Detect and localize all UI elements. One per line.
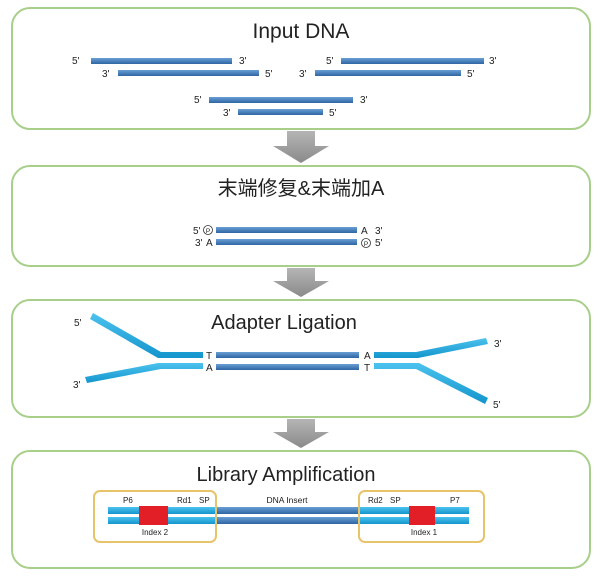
sp-label: SP xyxy=(390,496,401,505)
a-overhang: A xyxy=(206,238,213,249)
panel-title: Adapter Ligation xyxy=(211,312,357,334)
sp-label: SP xyxy=(199,496,210,505)
adapter-arm xyxy=(90,313,203,358)
end-label: 5' xyxy=(329,108,337,119)
end-label: 3' xyxy=(73,380,81,391)
end-label: 3' xyxy=(360,95,368,106)
insert-strand xyxy=(216,352,359,358)
panel-input-dna: Input DNA 5' 3' 3' 5' 5' 3' 3' 5' 5' 3' … xyxy=(11,7,591,130)
end-label: 3' xyxy=(223,108,231,119)
end-label: 3' xyxy=(489,56,497,67)
end-label: 5' xyxy=(375,238,383,249)
dna-fragment-c: 5' 3' 3' 5' xyxy=(194,95,368,119)
strand xyxy=(216,227,357,233)
strand xyxy=(238,109,323,115)
strand xyxy=(216,239,357,245)
end-label: 5' xyxy=(493,400,501,411)
strand xyxy=(341,58,484,64)
panel-frame xyxy=(11,299,591,418)
end-label: 5' xyxy=(326,56,334,67)
right-y-adapter: 3' 5' xyxy=(374,338,502,411)
base-label: A xyxy=(206,363,213,374)
panel-library-amplification: Library Amplification P6 Rd1 SP Index 2 … xyxy=(11,450,591,569)
right-adapter-box xyxy=(358,490,485,543)
insert-strand xyxy=(216,517,360,524)
end-label: 5' xyxy=(74,318,82,329)
rd1-label: Rd1 xyxy=(177,496,192,505)
panel-frame xyxy=(11,7,591,130)
insert-strand xyxy=(216,364,359,370)
phosphate-icon: P xyxy=(361,238,371,248)
phosphate-circle xyxy=(203,225,213,235)
insert-strand xyxy=(216,507,360,514)
panel-frame xyxy=(11,165,591,267)
panel-title: Library Amplification xyxy=(197,464,376,486)
end-label: 5' xyxy=(193,226,201,237)
end-label: 3' xyxy=(375,226,383,237)
end-label: 3' xyxy=(494,339,502,350)
strand xyxy=(91,58,232,64)
phosphate-label: P xyxy=(364,241,368,248)
down-arrow-icon xyxy=(273,419,329,448)
panel-title: 末端修复&末端加A xyxy=(218,177,385,200)
end-label: 3' xyxy=(299,69,307,80)
index1-label: Index 1 xyxy=(411,528,438,537)
adapter-arm xyxy=(374,338,488,358)
end-label: 5' xyxy=(467,69,475,80)
left-adapter-box xyxy=(93,490,217,543)
strand xyxy=(315,70,461,76)
adapter-arm xyxy=(85,363,203,383)
panel-adapter-ligation: Adapter Ligation 5' 3' T A A T 3' 5' xyxy=(11,299,591,418)
phosphate-circle xyxy=(361,238,371,248)
index-block xyxy=(409,506,435,525)
panel-title: Input DNA xyxy=(253,20,350,43)
a-overhang: A xyxy=(361,226,368,237)
rd2-label: Rd2 xyxy=(368,496,383,505)
end-label: 3' xyxy=(195,238,203,249)
down-arrow-icon xyxy=(273,268,329,297)
phosphate-label: P xyxy=(206,228,210,235)
panel-end-repair: 末端修复&末端加A 5' P 3' A A 3' P 5' xyxy=(11,165,591,267)
dna-fragment-a: 5' 3' 3' 5' xyxy=(72,56,273,80)
p6-label: P6 xyxy=(123,496,133,505)
dna-fragment-b: 5' 3' 3' 5' xyxy=(299,56,497,80)
end-label: 5' xyxy=(194,95,202,106)
strand xyxy=(209,97,353,103)
end-label: 5' xyxy=(265,69,273,80)
index2-label: Index 2 xyxy=(142,528,169,537)
strand xyxy=(118,70,259,76)
end-label: 5' xyxy=(72,56,80,67)
end-label: 3' xyxy=(239,56,247,67)
end-label: 3' xyxy=(102,69,110,80)
dna-insert-label: DNA Insert xyxy=(266,495,308,505)
base-label: T xyxy=(364,363,370,374)
index-block xyxy=(139,506,168,525)
base-label: A xyxy=(364,351,371,362)
p7-label: P7 xyxy=(450,496,460,505)
down-arrow-icon xyxy=(273,131,329,163)
base-label: T xyxy=(206,351,212,362)
left-y-adapter: 5' 3' xyxy=(73,313,203,391)
adapter-arm xyxy=(374,363,488,404)
phosphate-icon: P xyxy=(203,225,213,235)
